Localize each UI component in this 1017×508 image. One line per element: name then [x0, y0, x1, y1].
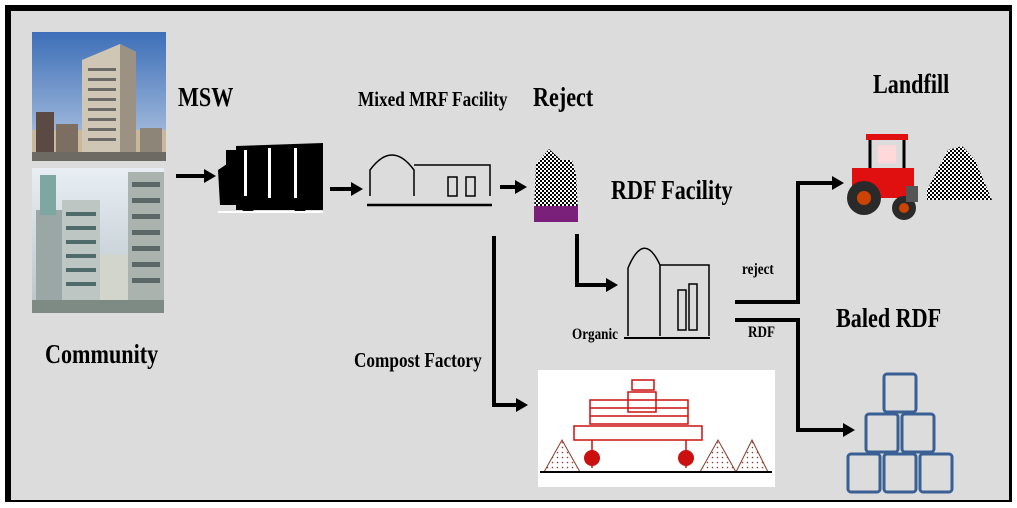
arrow-mrf-to-compost: [492, 236, 528, 412]
arrow-rdf-to-landfill: [735, 176, 844, 304]
arrow-community-to-truck: [176, 169, 216, 183]
label-reject-branch: reject: [742, 261, 774, 278]
label-community: Community: [45, 339, 159, 369]
arrow-rdf-to-baled: [735, 318, 855, 437]
tractor-icon: [847, 134, 918, 220]
baled-rdf-icon: [846, 372, 954, 494]
label-msw: MSW: [178, 82, 234, 112]
landfill-pile-icon: [927, 146, 992, 200]
label-compost-factory: Compost Factory: [354, 348, 482, 372]
arrow-truck-to-mrf: [330, 182, 363, 196]
diagram-frame: [5, 5, 1012, 502]
mixed-mrf-facility-icon: [367, 154, 492, 207]
rdf-facility-icon: [624, 247, 710, 339]
label-reject: Reject: [533, 82, 594, 112]
label-mixed-mrf-facility: Mixed MRF Facility: [358, 87, 508, 111]
label-rdf-facility: RDF Facility: [611, 175, 733, 205]
community-photo-tower: [32, 32, 166, 161]
label-rdf-branch: RDF: [748, 324, 775, 341]
arrow-mrf-to-reject: [500, 180, 527, 194]
reject-pile-icon: [534, 149, 578, 222]
compost-factory-icon: [538, 370, 775, 487]
arrow-reject-to-rdf: [575, 234, 618, 292]
label-organic: Organic: [572, 326, 618, 343]
truck-icon: [218, 143, 323, 213]
community-photo-residential: [32, 168, 164, 313]
label-baled-rdf: Baled RDF: [836, 303, 942, 333]
label-landfill: Landfill: [873, 69, 950, 99]
